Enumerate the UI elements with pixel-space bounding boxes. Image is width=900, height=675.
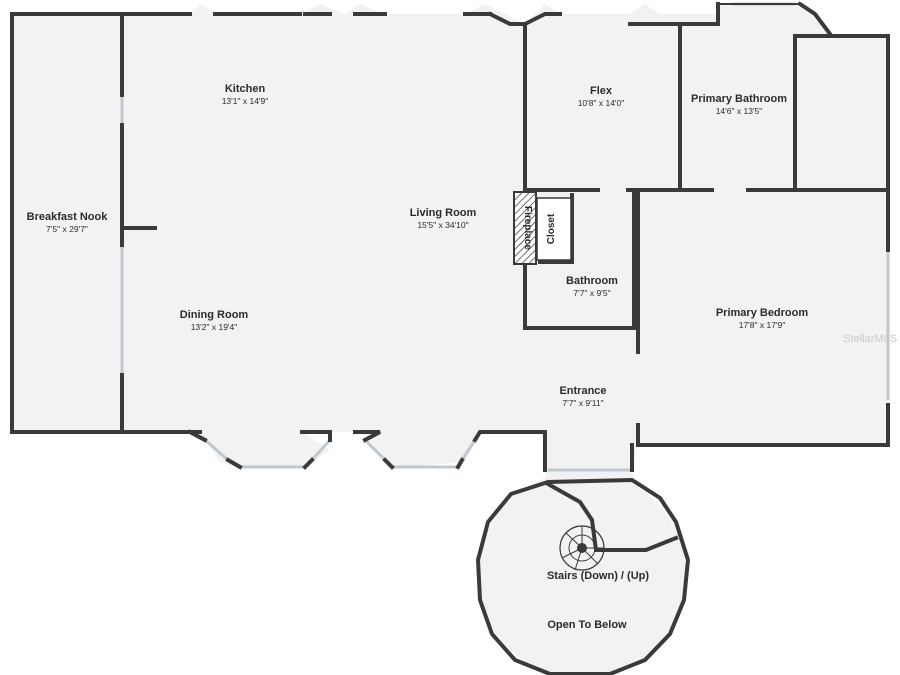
closet-label: Closet — [546, 213, 557, 244]
wall — [797, 1, 833, 37]
window — [460, 439, 477, 461]
dining-room-dims: 13'2" x 19'4" — [191, 322, 238, 332]
vestibule-fill — [545, 430, 633, 480]
wall — [793, 34, 890, 192]
stair-well-fill — [478, 471, 686, 675]
walls — [10, 1, 890, 675]
entrance-dims: 7'7" x 9'11" — [562, 398, 603, 408]
kitchen-dims: 13'1" x 14'9" — [222, 96, 269, 106]
flex-dims: 10'8" x 14'0" — [578, 98, 625, 108]
flex-label: Flex — [590, 85, 613, 97]
main-floor-fill — [12, 4, 888, 480]
dining-room-label: Dining Room — [180, 309, 249, 321]
wall — [187, 429, 208, 443]
stair-tower-wall — [475, 477, 691, 675]
wall — [300, 430, 332, 442]
wall — [382, 457, 395, 470]
bathroom-dims: 7'7" x 9'5" — [573, 288, 610, 298]
closet-box — [536, 197, 572, 261]
window — [204, 438, 229, 462]
kitchen-label: Kitchen — [225, 83, 266, 95]
wall — [353, 430, 381, 443]
floor-fills — [12, 4, 888, 675]
wall — [472, 430, 547, 472]
living-room-dims: 15'5" x 34'10" — [417, 220, 468, 230]
primary-bathroom-dims: 14'6" x 13'5" — [716, 106, 763, 116]
window — [310, 438, 332, 462]
wall — [455, 457, 465, 470]
wall — [487, 11, 527, 26]
breakfast-nook-dims: 7'5" x 29'7" — [46, 224, 88, 234]
wall — [302, 457, 315, 470]
wall — [522, 12, 562, 27]
primary-bedroom-dims: 17'8" x 17'9" — [739, 320, 786, 330]
wall — [225, 457, 243, 470]
open-to-below-label: Open To Below — [547, 619, 627, 631]
primary-bathroom-label: Primary Bathroom — [691, 93, 787, 105]
spiral-stairs — [559, 525, 605, 571]
fireplace-label: Fireplace — [522, 206, 533, 250]
wall-outer-west — [10, 12, 202, 434]
stair-rail — [545, 481, 679, 552]
bathroom-label: Bathroom — [566, 275, 618, 287]
breakfast-nook-label: Breakfast Nook — [27, 211, 109, 223]
room-labels: Kitchen 13'1" x 14'9" Flex 10'8" x 14'0"… — [27, 83, 809, 631]
entrance-label: Entrance — [559, 385, 606, 397]
stairs-label: Stairs (Down) / (Up) — [547, 570, 649, 582]
primary-bedroom-label: Primary Bedroom — [716, 307, 809, 319]
fireplace-hatch — [513, 191, 537, 265]
watermark: StellarMLS — [843, 333, 897, 345]
living-room-label: Living Room — [410, 207, 477, 219]
window — [363, 438, 387, 462]
